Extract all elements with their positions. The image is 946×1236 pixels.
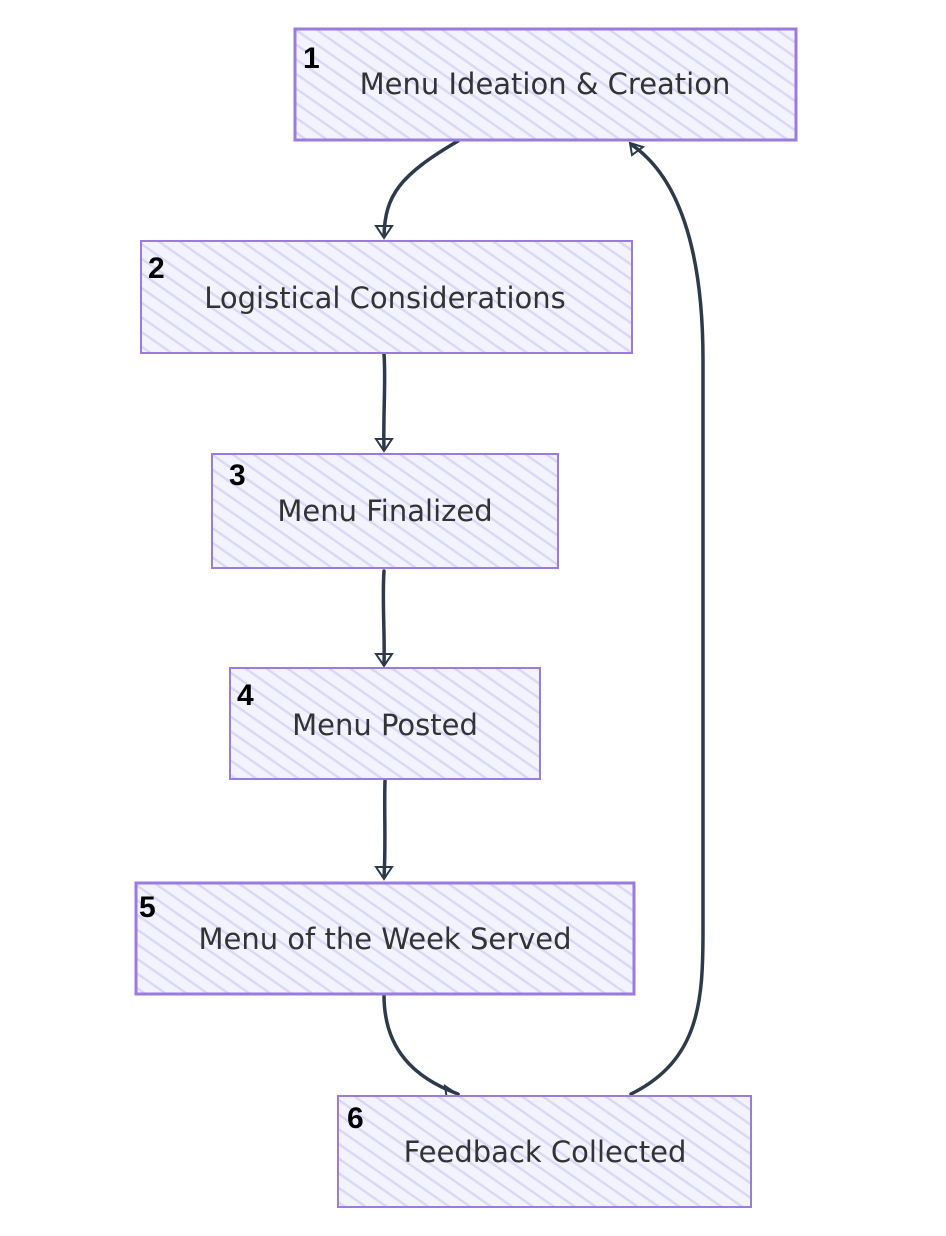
arrow-head-icon <box>628 141 646 157</box>
node-label: Menu Ideation & Creation <box>360 67 731 101</box>
flow-node: 3 Menu Finalized <box>211 453 559 569</box>
node-number: 4 <box>237 679 254 712</box>
node-box <box>211 453 559 569</box>
edge-3-to-4 <box>381 569 386 666</box>
node-number: 5 <box>139 891 156 924</box>
node-box <box>134 881 636 996</box>
flow-node: 1 Menu Ideation & Creation <box>293 27 798 142</box>
node-label: Feedback Collected <box>404 1135 687 1169</box>
node-box <box>337 1095 752 1208</box>
edges <box>374 139 705 1102</box>
edge-2-to-3 <box>382 352 387 451</box>
arrow-head-icon <box>374 438 394 453</box>
node-label: Menu of the Week Served <box>198 922 571 956</box>
node-label: Menu Posted <box>292 708 478 742</box>
edge-5-to-6 <box>382 993 460 1096</box>
node-label: Logistical Considerations <box>204 281 566 315</box>
edge-4-to-5 <box>382 779 387 879</box>
arrow-head-icon <box>374 653 394 668</box>
node-number: 3 <box>229 459 246 492</box>
edge-6-to-1 <box>629 143 705 1096</box>
node-box <box>140 240 633 354</box>
node-number: 1 <box>303 42 320 75</box>
flow-node: 6 Feedback Collected <box>337 1095 752 1208</box>
arrow-head-icon <box>374 225 394 240</box>
node-number: 6 <box>347 1102 364 1135</box>
node-box <box>229 667 541 780</box>
flow-node: 4 Menu Posted <box>229 667 541 780</box>
edge-1-to-2 <box>382 139 460 238</box>
flow-node: 5 Menu of the Week Served <box>134 881 636 996</box>
arrow-head-icon <box>374 866 394 881</box>
node-number: 2 <box>148 252 165 285</box>
node-label: Menu Finalized <box>277 494 492 528</box>
node-box <box>293 27 798 142</box>
flow-node: 2 Logistical Considerations <box>140 240 633 354</box>
